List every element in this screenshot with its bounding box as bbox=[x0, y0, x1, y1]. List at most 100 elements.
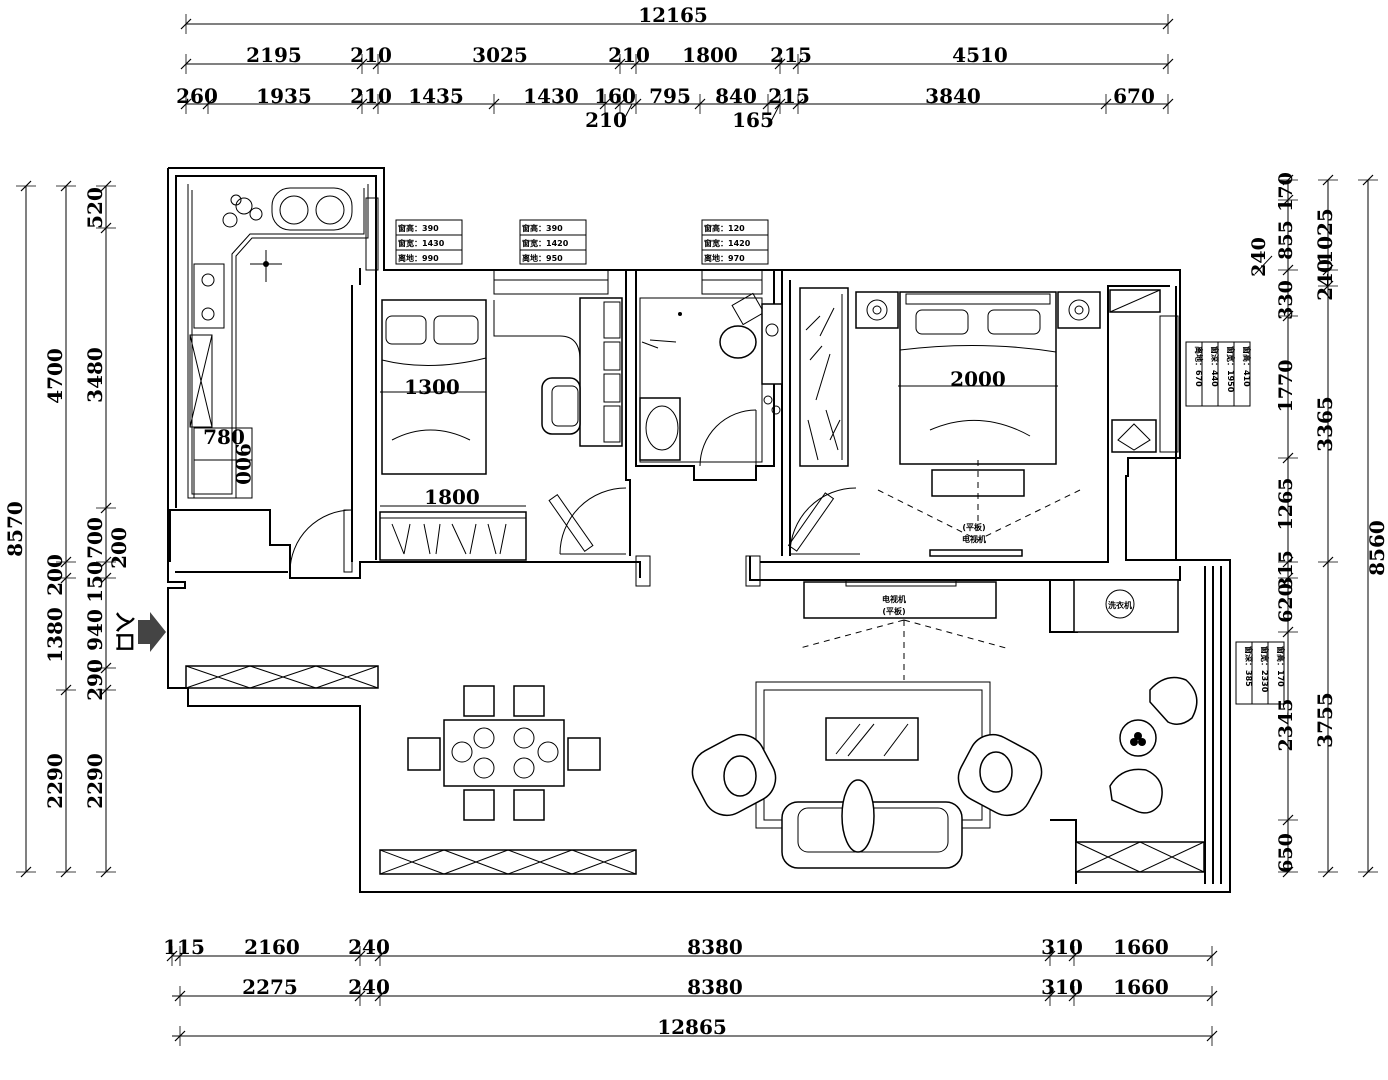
entrance-arrow-icon bbox=[138, 612, 166, 652]
dim-left-c1-2: 1380 bbox=[43, 607, 67, 663]
window-note-2-line-2: 离地：950 bbox=[522, 253, 563, 263]
dim-left-c2-6: 2290 bbox=[83, 753, 107, 809]
kitchen-width: 780 bbox=[203, 425, 245, 449]
bedroom-tv-label-0: (平板) bbox=[962, 522, 985, 532]
dim-right-c1-2: 3365 bbox=[1313, 396, 1337, 452]
dim-right-c2-7: 2345 bbox=[1275, 699, 1297, 752]
bed1-wardrobe-size: 1800 bbox=[424, 485, 480, 509]
desk-chair-icon bbox=[541, 377, 581, 435]
dim-bot-r2-2: 8380 bbox=[687, 975, 743, 999]
lounge-chair-bottom bbox=[1109, 768, 1163, 814]
window-note-5-line-0: 窗高：170 bbox=[1276, 646, 1286, 687]
master-bed-size: 2000 bbox=[950, 367, 1006, 391]
toilet-icon bbox=[719, 292, 765, 359]
dim-left-c1-3: 2290 bbox=[43, 753, 67, 809]
dim-bot-r1-1: 2160 bbox=[244, 935, 300, 959]
tv-cabinet: 电视机 (平板) bbox=[803, 579, 997, 619]
dim-top-total: 12165 bbox=[638, 3, 708, 27]
stove-icon bbox=[193, 263, 225, 329]
dim-bot-r2-3: 310 bbox=[1041, 975, 1083, 999]
single-bed bbox=[381, 299, 487, 475]
dim-left-c2-5: 290 bbox=[83, 659, 107, 701]
bedroom-tv-icon: (平板) 电视机 bbox=[929, 522, 1023, 557]
dim-left-c2-1: 3480 bbox=[83, 347, 107, 403]
dim-bot-r1-0: 115 bbox=[163, 935, 205, 959]
kitchen-height: 900 bbox=[231, 443, 255, 485]
dim-left-c1-1: 200 bbox=[43, 554, 67, 596]
living-tv-label-1: (平板) bbox=[882, 606, 905, 616]
armchair-right bbox=[957, 733, 1043, 817]
left-dimension-lines bbox=[16, 180, 116, 878]
window-note-5: 窗高：170 窗宽：2330 窗深：385 bbox=[1235, 641, 1286, 705]
window-note-2-line-1: 窗宽：1420 bbox=[522, 238, 569, 248]
window-note-2-line-0: 窗高：390 bbox=[522, 223, 563, 233]
washbasin-icon bbox=[639, 397, 681, 461]
dim-top-r2-7: 840 bbox=[715, 84, 757, 108]
window-note-4-line-1: 窗宽：1950 bbox=[1226, 346, 1236, 393]
desk bbox=[579, 297, 623, 447]
dim-right-c2-extra: 240 bbox=[1248, 237, 1270, 277]
corner-cabinet bbox=[1109, 289, 1161, 313]
bedroom-tv-label-1: 电视机 bbox=[962, 534, 986, 544]
dim-bot-r2-1: 240 bbox=[348, 975, 390, 999]
dim-left-c2-0: 520 bbox=[83, 187, 107, 229]
dim-left-c2-extra: 200 bbox=[107, 527, 131, 569]
bottom-dimension-lines bbox=[166, 946, 1218, 1046]
dim-top-r1-5: 215 bbox=[770, 43, 812, 67]
dim-right-c2-6: 620 bbox=[1275, 583, 1297, 623]
lounge-chair-top bbox=[1149, 676, 1198, 725]
washer-closet: 洗衣机 bbox=[1073, 579, 1179, 633]
window-note-5-line-2: 窗深：385 bbox=[1244, 646, 1254, 687]
dim-top-r2-0: 260 bbox=[176, 84, 218, 108]
walls bbox=[167, 167, 1231, 893]
dim-bot-r1-5: 1660 bbox=[1113, 935, 1169, 959]
window-note-2: 窗高：390 窗宽：1420 离地：950 bbox=[519, 219, 587, 265]
dim-top-r1-4: 1800 bbox=[682, 43, 738, 67]
double-bed bbox=[899, 291, 1057, 465]
dim-right-c1-3: 3755 bbox=[1313, 692, 1337, 748]
window-note-3-line-0: 窗高：120 bbox=[704, 223, 745, 233]
washer-label: 洗衣机 bbox=[1108, 600, 1132, 610]
dim-top-sub-1: 165 bbox=[732, 108, 774, 132]
kitchen-door bbox=[289, 509, 353, 573]
window-note-4: 窗高：410 窗宽：1950 窗深：440 离地：670 bbox=[1185, 341, 1252, 407]
cabinet-left bbox=[185, 665, 379, 689]
right-dimension-lines bbox=[1278, 174, 1378, 878]
entrance: 入口 bbox=[113, 612, 166, 652]
washing-machine-icon bbox=[761, 303, 783, 415]
dim-bot-r2-4: 1660 bbox=[1113, 975, 1169, 999]
dim-bot-r1-4: 310 bbox=[1041, 935, 1083, 959]
dim-top-sub-0: 210 bbox=[585, 108, 627, 132]
dim-right-c2-1: 855 bbox=[1275, 220, 1297, 260]
dim-top-r2-3: 1435 bbox=[408, 84, 464, 108]
armchair-left bbox=[691, 733, 777, 817]
living-tv-label-0: 电视机 bbox=[882, 594, 906, 604]
dim-left-c2-4: 940 bbox=[83, 609, 107, 651]
window-note-1-line-2: 离地：990 bbox=[398, 253, 439, 263]
fridge-icon bbox=[193, 427, 253, 499]
dim-top-r1-6: 4510 bbox=[952, 43, 1008, 67]
top-dimension-lines bbox=[180, 14, 1174, 114]
bathroom bbox=[639, 292, 783, 467]
window-note-4-line-0: 窗高：410 bbox=[1242, 346, 1252, 387]
nightstand-right bbox=[1057, 291, 1101, 329]
windows bbox=[365, 197, 1179, 587]
coffee-table bbox=[825, 717, 919, 761]
window-note-3-line-1: 窗宽：1420 bbox=[704, 238, 751, 248]
window-note-1-line-0: 窗高：390 bbox=[398, 223, 439, 233]
dim-top-r1-1: 210 bbox=[350, 43, 392, 67]
entrance-label: 入口 bbox=[113, 612, 137, 652]
plants-icon bbox=[222, 194, 263, 228]
dim-left-c1-0: 4700 bbox=[43, 348, 67, 404]
wardrobe-master bbox=[799, 287, 849, 467]
bedroom-1-door bbox=[548, 487, 627, 555]
window-note-3: 窗高：120 窗宽：1420 离地：970 bbox=[701, 219, 769, 265]
dim-left-total: 8570 bbox=[3, 501, 27, 557]
dim-right-c2-2: 330 bbox=[1275, 280, 1297, 320]
dim-top-r2-10: 670 bbox=[1113, 84, 1155, 108]
dim-right-c2-8: 650 bbox=[1275, 833, 1297, 873]
bedroom-1: 1300 1800 bbox=[379, 297, 627, 561]
dim-top-r2-9: 3840 bbox=[925, 84, 981, 108]
window-note-1-line-1: 窗宽：1430 bbox=[398, 238, 445, 248]
